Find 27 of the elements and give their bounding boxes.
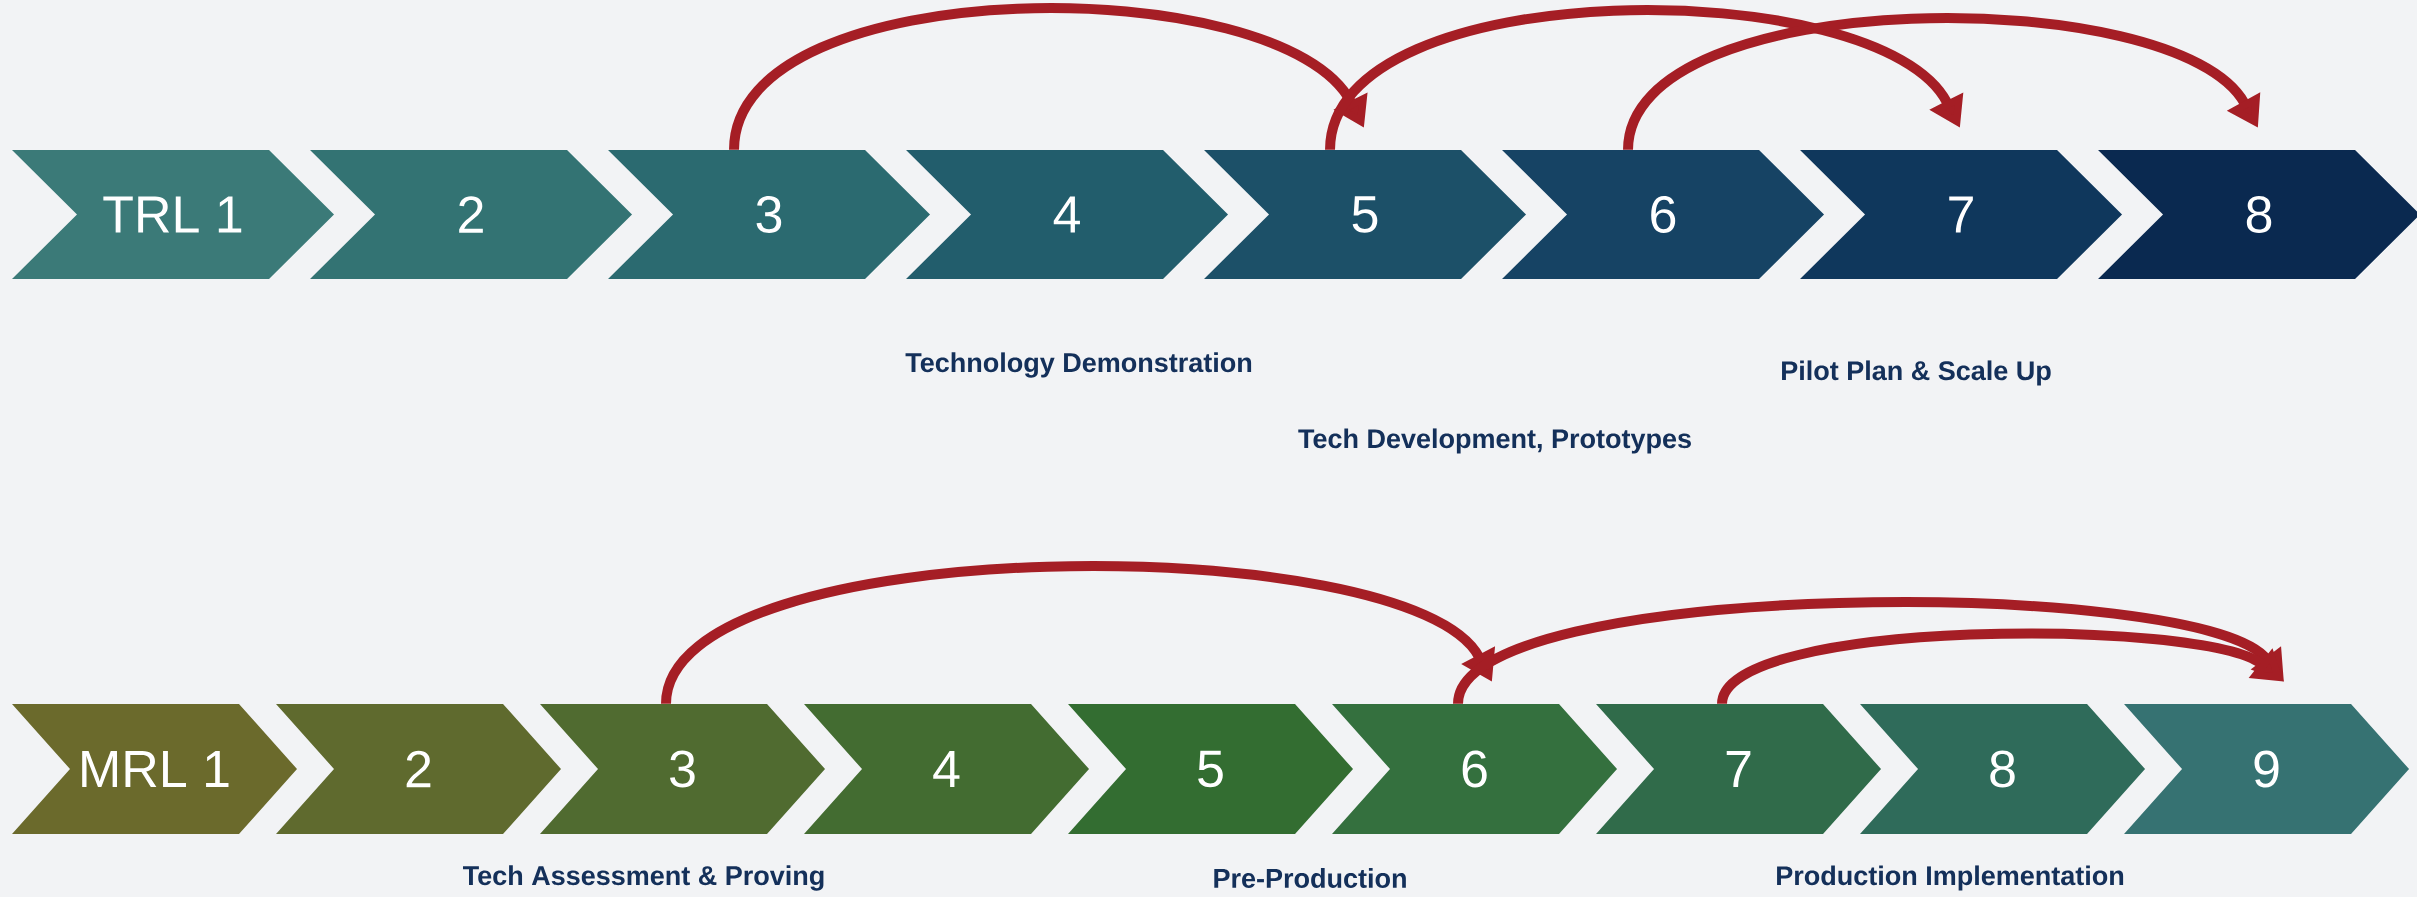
- chevron-step: 6: [1502, 150, 1824, 279]
- chevron-step: 6: [1332, 704, 1617, 834]
- phase-label: Production Implementation: [1777, 865, 2124, 891]
- chevron-step: 5: [1204, 150, 1526, 279]
- chevron-step: 2: [276, 704, 561, 834]
- chevron-step: TRL 1: [12, 150, 334, 279]
- chevron-step: 3: [608, 150, 930, 279]
- phase-label: Pilot Plan & Scale Up: [1782, 360, 2051, 386]
- chevron-step: 5: [1068, 704, 1353, 834]
- chevron-step: 2: [310, 150, 632, 279]
- chevron-step: 7: [1800, 150, 2122, 279]
- chevron-step: 4: [906, 150, 1228, 279]
- phase-label: Pre-Production: [1214, 868, 1406, 888]
- curved-arrow: [1325, 5, 1964, 152]
- chevron-step: 9: [2124, 704, 2410, 834]
- curved-arrow: [1453, 597, 2284, 707]
- curved-arrow: [1623, 13, 2261, 152]
- chevron-step: 4: [804, 704, 1089, 834]
- phase-label: Tech Development, Prototypes: [1298, 428, 1691, 454]
- chevron-step: MRL 1: [12, 704, 297, 834]
- chevron-step: 7: [1596, 704, 1881, 834]
- phase-label: Tech Assessment & Proving: [463, 865, 824, 891]
- curved-arrow: [729, 3, 1368, 152]
- phase-label: Technology Demonstration: [905, 352, 1252, 378]
- chevron-step: 3: [540, 704, 825, 834]
- chevron-step: 8: [2098, 150, 2417, 279]
- chevron-step: 8: [1860, 704, 2146, 834]
